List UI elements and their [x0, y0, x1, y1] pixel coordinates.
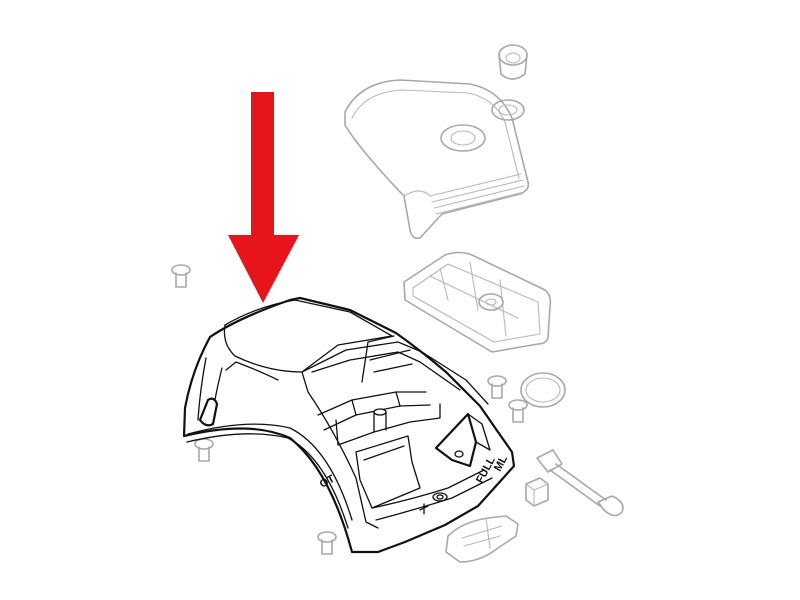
gasket-ring-part	[520, 372, 566, 408]
knob-part	[491, 44, 528, 121]
screws	[171, 264, 528, 555]
screw-bottom	[317, 531, 337, 555]
clip-part	[525, 477, 549, 507]
main-housing-part: OT FULL ML	[182, 296, 516, 554]
highlight-arrow	[228, 92, 299, 303]
air-filter-part	[403, 251, 552, 353]
bracket-part	[445, 515, 519, 563]
top-cover-part	[344, 79, 530, 240]
choke-rod-part	[536, 449, 624, 517]
screw-right	[508, 399, 528, 423]
screw-mid-right	[487, 375, 507, 399]
screw-left-top	[171, 264, 191, 288]
screw-left-bottom	[194, 438, 214, 462]
